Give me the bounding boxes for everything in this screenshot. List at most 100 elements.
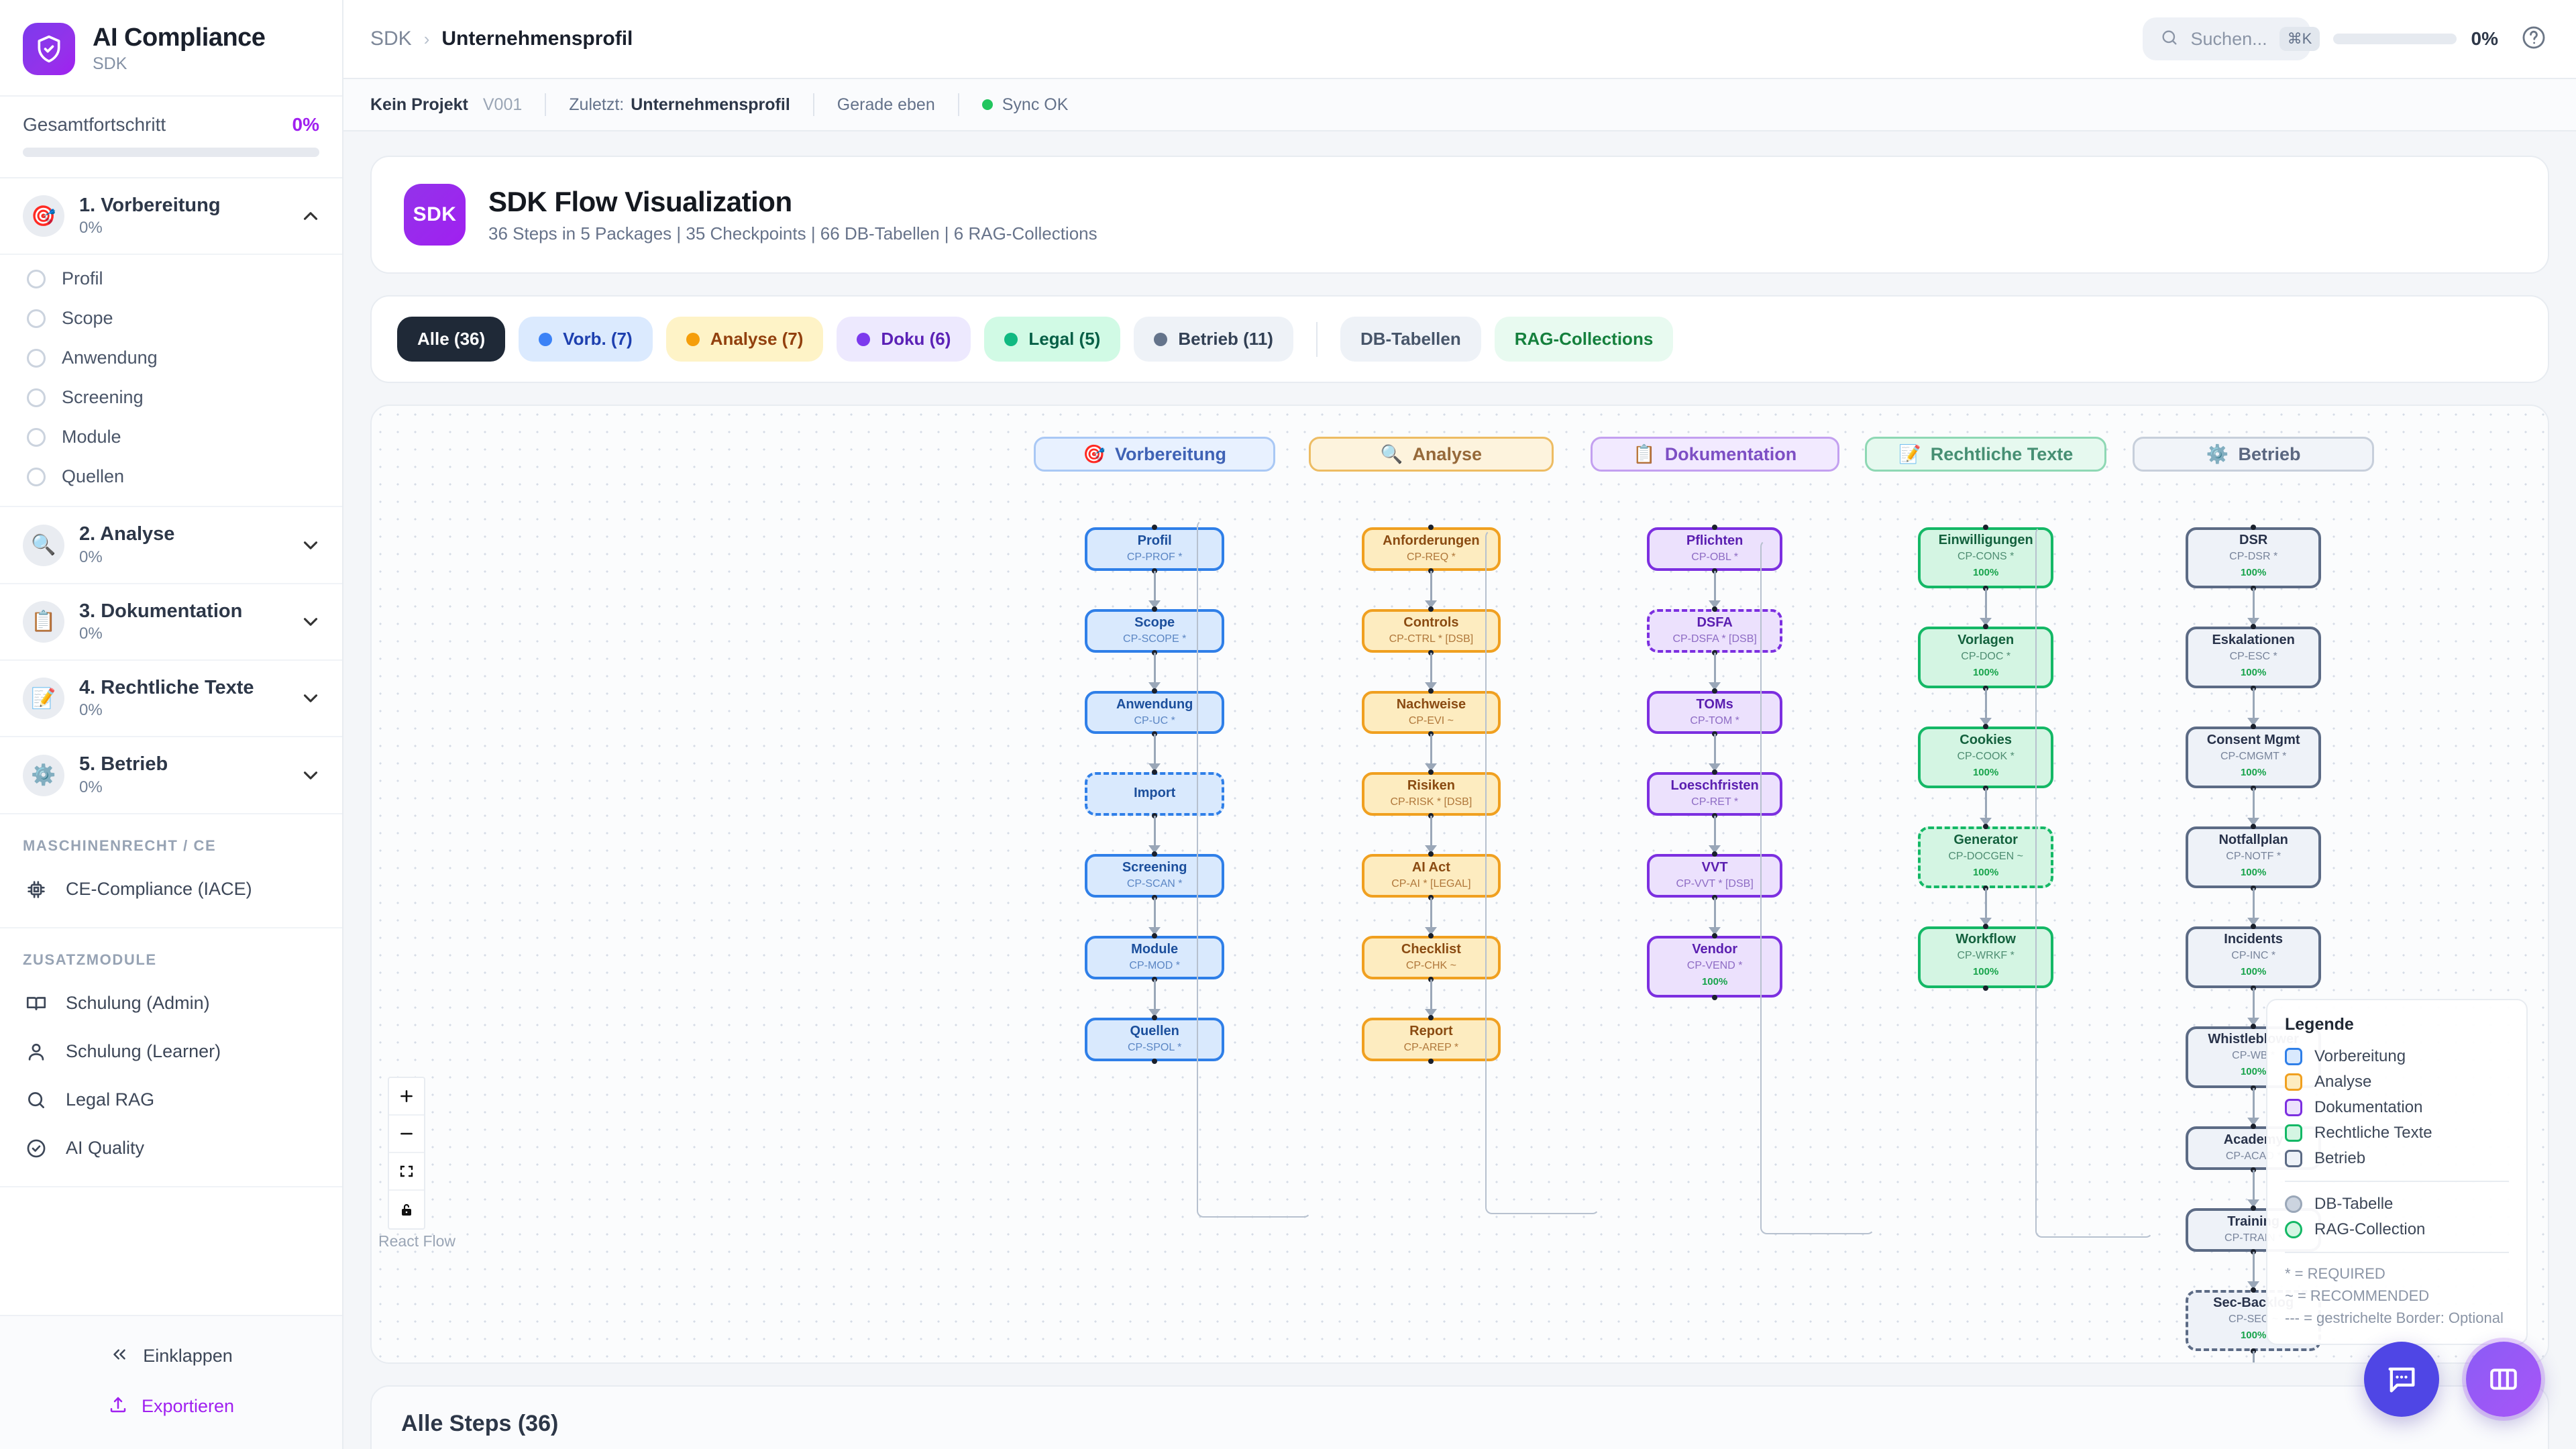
node-port-bottom: [1983, 985, 1989, 991]
sidebar-nav-ce-compliance-iace[interactable]: CE-Compliance (IACE): [0, 865, 342, 914]
sidebar-nav-schulung-learner[interactable]: Schulung (Learner): [0, 1028, 342, 1076]
filter-chip-analyse-7[interactable]: Analyse (7): [665, 317, 824, 362]
legend-label: Rechtliche Texte: [2314, 1124, 2432, 1142]
flow-edge-arrow: [1980, 818, 1992, 826]
meta-bar: Kein Projekt V001 Zuletzt: Unternehmensp…: [343, 79, 2576, 131]
sidebar-item-profil[interactable]: Profil: [0, 259, 342, 299]
fit-view-icon[interactable]: [389, 1153, 424, 1191]
node-title: Anforderungen: [1383, 533, 1480, 548]
chip-label: Alle (36): [417, 329, 486, 349]
collapse-sidebar-button[interactable]: Einklappen: [0, 1331, 342, 1381]
node-port-top: [1712, 851, 1718, 857]
flow-edge: [1713, 898, 1716, 928]
filter-chip-legal-5[interactable]: Legal (5): [984, 317, 1121, 362]
sidebar-item-anwendung[interactable]: Anwendung: [0, 338, 342, 378]
lock-icon[interactable]: [389, 1191, 424, 1228]
chevron-down-icon[interactable]: [299, 764, 322, 787]
zoom-out-button[interactable]: [389, 1116, 424, 1153]
chip-dot-icon: [539, 332, 553, 346]
step-status-circle-icon: [27, 269, 46, 288]
node-port-top: [1983, 824, 1989, 830]
chevron-up-icon[interactable]: [299, 205, 322, 227]
lane-icon: 📝: [1898, 444, 1921, 465]
sidebar-section-title: ZUSATZMODULE: [23, 951, 157, 968]
help-circle-icon[interactable]: [2521, 25, 2546, 54]
node-code: CP-VEND *: [1686, 959, 1743, 971]
page-subtitle: 36 Steps in 5 Packages | 35 Checkpoints …: [488, 223, 1097, 244]
filter-chip-betrieb-11[interactable]: Betrieb (11): [1134, 317, 1293, 362]
sidebar-divider: [0, 1185, 342, 1187]
node-port-top: [1152, 851, 1158, 857]
sidebar-item-scope[interactable]: Scope: [0, 299, 342, 338]
flow-edge-arrow: [1980, 618, 1992, 627]
flow-edge: [1430, 570, 1432, 601]
legend-swatch-icon: [2285, 1099, 2302, 1116]
chevron-down-icon[interactable]: [299, 534, 322, 557]
chevron-down-icon[interactable]: [299, 687, 322, 710]
flow-node-import[interactable]: Import: [1085, 772, 1224, 816]
filter-chip-db-tabellen[interactable]: DB-Tabellen: [1340, 317, 1481, 362]
sidebar-item-quellen[interactable]: Quellen: [0, 457, 342, 496]
collapse-label: Einklappen: [143, 1346, 233, 1366]
brand-header: AI Compliance SDK: [0, 0, 342, 97]
sidebar-item-screening[interactable]: Screening: [0, 378, 342, 417]
chat-bubble-icon[interactable]: [2364, 1342, 2439, 1417]
user-icon: [23, 1038, 50, 1065]
filter-chip-vorb-7[interactable]: Vorb. (7): [519, 317, 653, 362]
search-shortcut: ⌘K: [2279, 27, 2320, 51]
flow-canvas[interactable]: 🎯Vorbereitung🔍Analyse📋Dokumentation📝Rech…: [370, 405, 2549, 1364]
flow-edge-arrow: [1425, 927, 1438, 936]
sidebar-nav-schulung-admin[interactable]: Schulung (Admin): [0, 979, 342, 1028]
export-label: Exportieren: [141, 1396, 235, 1416]
hero-card: SDK SDK Flow Visualization 36 Steps in 5…: [370, 156, 2549, 274]
filter-chip-rag-collections[interactable]: RAG-Collections: [1494, 317, 1674, 362]
filter-chip-doku-6[interactable]: Doku (6): [837, 317, 971, 362]
sidebar-nav-ai-quality[interactable]: AI Quality: [0, 1124, 342, 1173]
export-button[interactable]: Exportieren: [0, 1381, 342, 1432]
phase-name: 5. Betrieb: [79, 753, 168, 775]
columns-icon[interactable]: [2462, 1338, 2545, 1421]
node-code: CP-WB *: [2232, 1050, 2275, 1062]
shield-check-icon: [23, 23, 75, 75]
lane-icon: 🔍: [1380, 444, 1403, 465]
node-code: CP-VVT * [DSB]: [1676, 878, 1754, 890]
filter-chip-alle-36[interactable]: Alle (36): [397, 317, 506, 362]
sidebar-item-module[interactable]: Module: [0, 417, 342, 457]
zoom-in-button[interactable]: [389, 1078, 424, 1116]
chip-dot-icon: [686, 332, 700, 346]
breadcrumb-root[interactable]: SDK: [370, 28, 412, 50]
flow-lane-dokumentation: 📋Dokumentation: [1590, 437, 1839, 472]
chevron-down-icon[interactable]: [299, 610, 322, 633]
last-edited-value: Unternehmensprofil: [631, 95, 790, 114]
flow-edge-arrow: [1148, 763, 1161, 772]
search-input[interactable]: Suchen... ⌘K: [2142, 17, 2320, 60]
sidebar-nav-legal-rag[interactable]: Legal RAG: [0, 1076, 342, 1124]
flow-edge-arrow: [1709, 763, 1721, 772]
